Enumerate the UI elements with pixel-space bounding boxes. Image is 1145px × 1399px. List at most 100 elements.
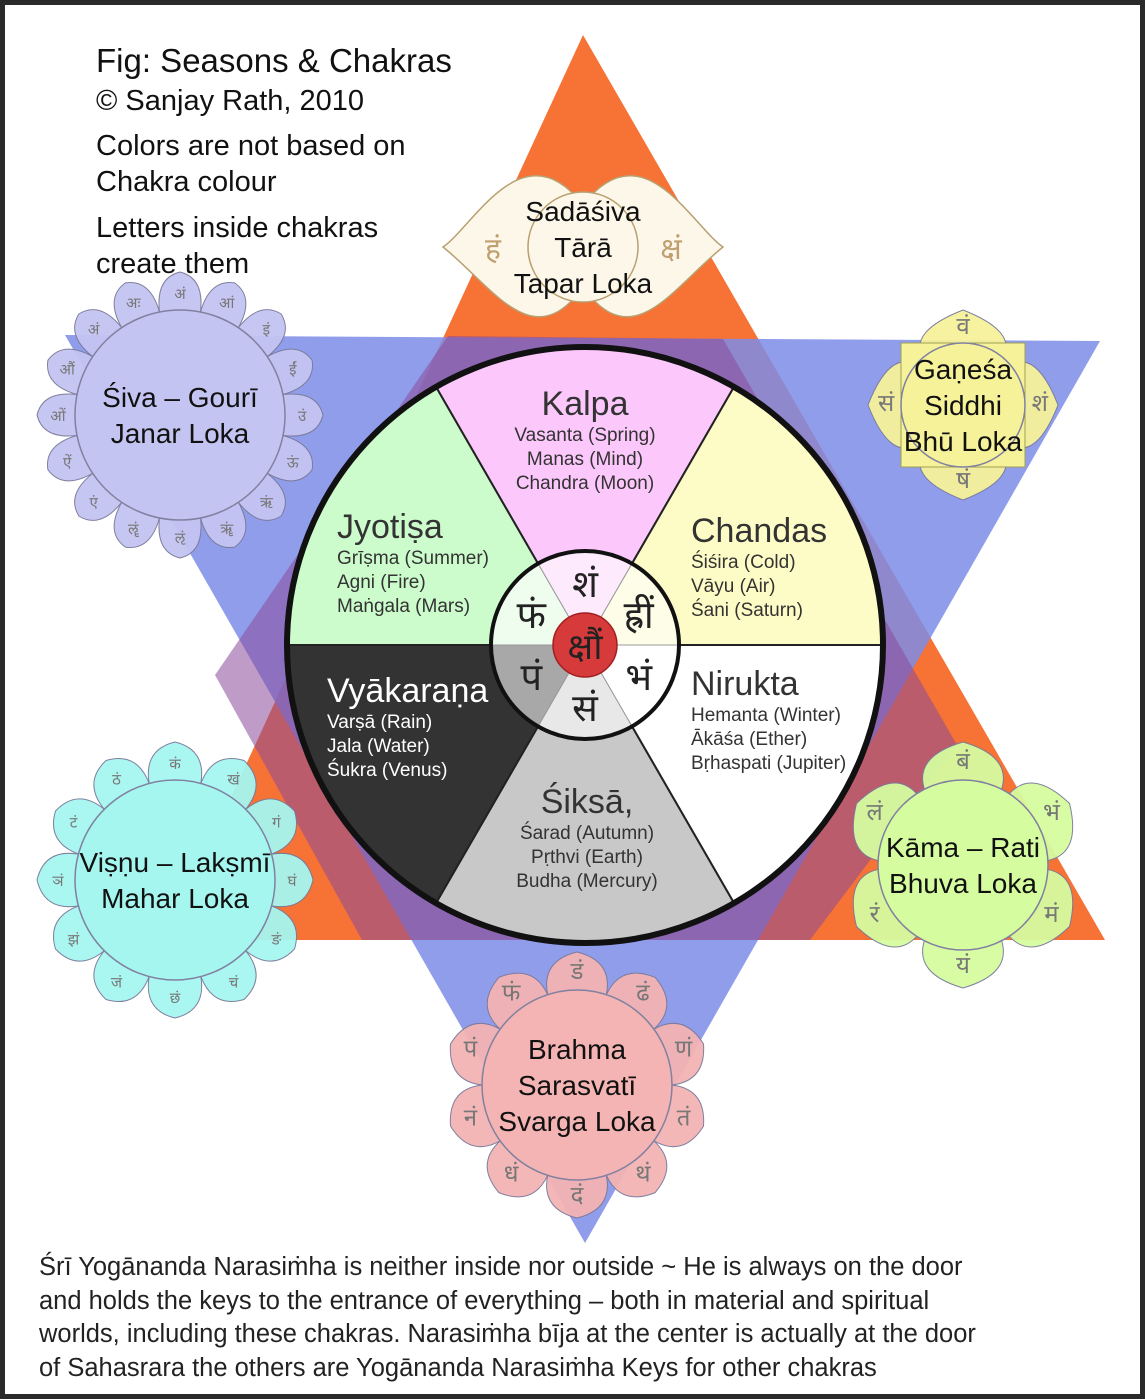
petal-letter: फं — [502, 978, 521, 1006]
copyright: © Sanjay Rath, 2010 — [96, 85, 365, 117]
petal-letter: कं — [169, 755, 181, 773]
lotus-petal — [52, 798, 105, 855]
lotus-petal — [922, 940, 1004, 989]
lotus-petal — [74, 309, 123, 358]
petal-letter: छं — [170, 989, 181, 1007]
petal-letter: षं — [956, 466, 971, 494]
petal-letter: ऌं — [175, 529, 186, 547]
lotus-petal — [852, 782, 918, 862]
lotus-petal — [271, 852, 314, 908]
lotus-petal — [147, 741, 203, 784]
chakra-label: Śiva – Gourī — [102, 381, 258, 413]
color-note-line: Chakra colour — [96, 166, 277, 198]
petal-letter: ऐं — [63, 454, 72, 472]
caption-line: worlds, including these chakras. Narasiṁ… — [39, 1320, 976, 1348]
petal-letter: दं — [571, 1181, 584, 1209]
petal-letter: तं — [677, 1104, 692, 1132]
chakra-core — [527, 191, 639, 303]
petal-letter: गं — [272, 813, 281, 831]
chakra-label: Siddhi — [924, 390, 1002, 421]
chakra-core — [481, 989, 673, 1181]
caption-line: Śrī Yogānanda Narasiṁha is neither insid… — [39, 1253, 963, 1281]
lotus-petal — [52, 905, 105, 962]
petal-letter: ओं — [50, 407, 66, 425]
petal-letter: अं — [88, 321, 100, 339]
lotus-petal — [653, 1084, 705, 1148]
lotus-petal — [486, 1140, 549, 1198]
segment-detail: Pṛthvi (Earth) — [531, 847, 643, 868]
segment-detail: Bṛhaspati (Jupiter) — [691, 753, 846, 774]
lotus-petal — [93, 950, 150, 1003]
petal-letter: ञं — [52, 872, 64, 890]
petal-letter: झं — [68, 931, 80, 949]
color-note: Colors are not based on Chakra colour — [96, 128, 406, 200]
lotus-petal — [245, 905, 298, 962]
lotus-petal — [605, 1140, 668, 1198]
caption-line: and holds the keys to the entrance of ev… — [39, 1286, 930, 1315]
petal-letter: जं — [111, 973, 123, 991]
chakra-brahma: डंढंणंतंथंदंधंनंपंफंBrahmaSarasvatīSvarg… — [449, 951, 705, 1219]
petal-letter: लं — [866, 798, 883, 826]
petal-letter: डं — [570, 957, 585, 985]
petal-letter: घं — [288, 872, 298, 890]
petal-letter: औं — [60, 360, 76, 378]
segment-detail: Budha (Mercury) — [516, 871, 658, 892]
lotus-petal — [605, 972, 668, 1030]
bija-letter: भं — [625, 655, 653, 699]
chakra-label: Kāma – Rati — [886, 832, 1040, 863]
lotus-petal — [546, 1174, 608, 1219]
color-note-line: Colors are not based on — [96, 130, 406, 162]
petal-letter: थं — [635, 1160, 651, 1188]
petal-letter: धं — [504, 1160, 520, 1188]
segment-detail: Varṣā (Rain) — [327, 712, 432, 733]
lotus-petal — [158, 271, 202, 313]
lotus-petal — [546, 951, 608, 996]
lotus-petal — [74, 472, 123, 521]
petal-letter: खं — [227, 771, 240, 789]
segment-detail: Vasanta (Spring) — [514, 425, 655, 446]
chakra-core — [900, 342, 1026, 468]
petal-letter: भं — [1043, 798, 1061, 826]
petal-letter: शं — [1032, 389, 1049, 417]
caption-line: of Sahasrara the others are Yogānanda Na… — [39, 1353, 877, 1382]
chakra-label: Bhū Loka — [904, 426, 1023, 457]
chakra-label: Mahar Loka — [101, 883, 249, 914]
petal-letter: क्षं — [660, 232, 682, 267]
letters-note: Letters inside chakras create them — [96, 210, 378, 282]
chakra-label: Janar Loka — [111, 418, 250, 449]
segment-detail: Grīṣma (Summer) — [337, 548, 489, 569]
petal-letter: ङं — [271, 931, 282, 949]
lotus-petal — [200, 950, 257, 1003]
bija-ring — [489, 549, 681, 741]
petal-letter: वं — [956, 312, 970, 340]
bija-letter: फं — [517, 593, 547, 637]
petal-letter: अं — [174, 285, 186, 303]
chakra-label: Sarasvatī — [518, 1070, 636, 1101]
figure-title: Fig: Seasons & Chakras — [96, 42, 452, 79]
lotus-petal — [200, 757, 257, 810]
chakra-visnu: कंखंगंघंङंचंछंजंझंञंटंठंViṣṇu – LakṣmīMa… — [36, 741, 314, 1019]
lotus-petal — [36, 393, 78, 437]
lotus-petal — [449, 1084, 501, 1148]
petal-letter: ऊं — [287, 454, 299, 472]
chakra-label: Tapar Loka — [514, 268, 653, 299]
petal-letter: ठं — [112, 771, 121, 789]
chakra-siva: अंआंइंईंउंऊंऋंॠंऌंॡंएंऐंओंऔंअंअःŚiva – G… — [36, 271, 324, 559]
petal-letter: बं — [956, 747, 971, 775]
segment-title: Kalpa — [542, 385, 629, 423]
bija-letter: पं — [521, 655, 544, 699]
petal-letter: नं — [464, 1104, 478, 1132]
petal-letter: एं — [90, 493, 99, 511]
petal-letter: रं — [870, 900, 881, 928]
wheel-rim — [284, 344, 886, 946]
bija-letter: शं — [572, 562, 599, 606]
center-bija-disc — [552, 612, 618, 678]
chakra-label: Gaṇeśa — [914, 354, 1012, 385]
petal-letter: ॡं — [128, 520, 140, 538]
petal-letter: मं — [1044, 900, 1059, 928]
petal-letter: पं — [464, 1034, 478, 1062]
petal-letter: उं — [298, 407, 307, 425]
